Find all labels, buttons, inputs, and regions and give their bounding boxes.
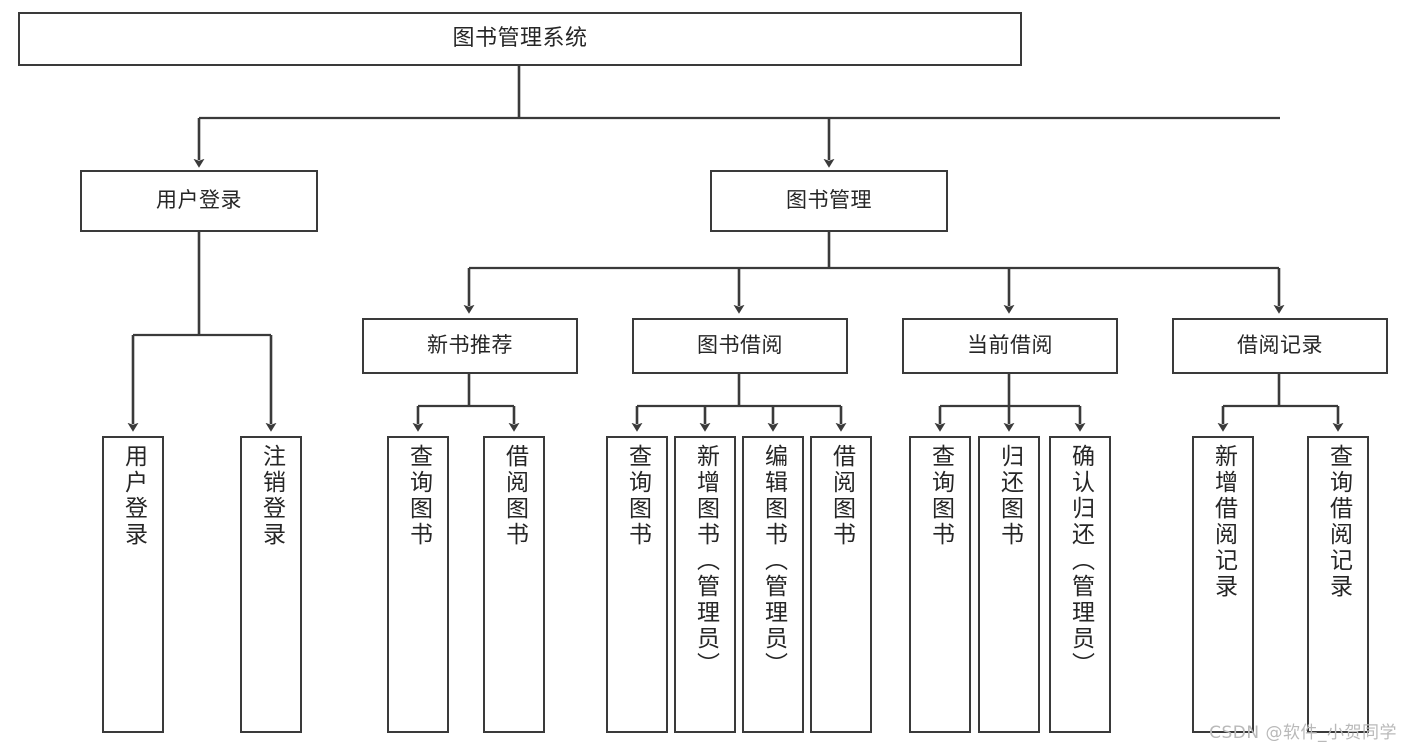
watermark-text: CSDN @软件_小贺同学 xyxy=(1209,723,1397,743)
node-new-book-recommend-label: 新书推荐 xyxy=(427,333,513,358)
leaf-current-query[interactable]: 查询图书 xyxy=(909,436,971,733)
node-current-borrow[interactable]: 当前借阅 xyxy=(902,318,1118,374)
leaf-new-book-borrow-label: 借阅图书 xyxy=(501,444,528,548)
node-book-management[interactable]: 图书管理 xyxy=(710,170,948,232)
leaf-records-add[interactable]: 新增借阅记录 xyxy=(1192,436,1254,733)
node-user-login[interactable]: 用户登录 xyxy=(80,170,318,232)
leaf-new-book-query[interactable]: 查询图书 xyxy=(387,436,449,733)
node-root-label: 图书管理系统 xyxy=(452,25,588,51)
leaf-borrow-add-book[interactable]: 新增图书（管理员） xyxy=(674,436,736,733)
node-book-management-label: 图书管理 xyxy=(786,188,872,213)
leaf-borrow-add-book-label: 新增图书（管理员） xyxy=(692,444,719,678)
leaf-borrow-borrow-book[interactable]: 借阅图书 xyxy=(810,436,872,733)
leaf-records-query[interactable]: 查询借阅记录 xyxy=(1307,436,1369,733)
leaf-new-book-borrow[interactable]: 借阅图书 xyxy=(483,436,545,733)
node-new-book-recommend[interactable]: 新书推荐 xyxy=(362,318,578,374)
leaf-new-book-query-label: 查询图书 xyxy=(405,444,432,548)
leaf-current-return[interactable]: 归还图书 xyxy=(978,436,1040,733)
node-user-login-label: 用户登录 xyxy=(156,188,242,213)
leaf-current-confirm-return[interactable]: 确认归还（管理员） xyxy=(1049,436,1111,733)
node-root[interactable]: 图书管理系统 xyxy=(18,12,1022,66)
leaf-user-login-signout[interactable]: 注销登录 xyxy=(240,436,302,733)
leaf-user-login-signin-label: 用户登录 xyxy=(120,444,147,548)
node-current-borrow-label: 当前借阅 xyxy=(967,333,1053,358)
leaf-user-login-signout-label: 注销登录 xyxy=(258,444,285,548)
leaf-borrow-edit-book[interactable]: 编辑图书（管理员） xyxy=(742,436,804,733)
leaf-borrow-query-label: 查询图书 xyxy=(624,444,651,548)
leaf-records-query-label: 查询借阅记录 xyxy=(1325,444,1352,600)
node-borrow-records-label: 借阅记录 xyxy=(1237,333,1323,358)
leaf-current-query-label: 查询图书 xyxy=(927,444,954,548)
leaf-user-login-signin[interactable]: 用户登录 xyxy=(102,436,164,733)
node-book-borrow-label: 图书借阅 xyxy=(697,333,783,358)
node-borrow-records[interactable]: 借阅记录 xyxy=(1172,318,1388,374)
leaf-current-return-label: 归还图书 xyxy=(996,444,1023,548)
leaf-borrow-query[interactable]: 查询图书 xyxy=(606,436,668,733)
leaf-borrow-edit-book-label: 编辑图书（管理员） xyxy=(760,444,787,678)
leaf-records-add-label: 新增借阅记录 xyxy=(1210,444,1237,600)
node-book-borrow[interactable]: 图书借阅 xyxy=(632,318,848,374)
leaf-borrow-borrow-book-label: 借阅图书 xyxy=(828,444,855,548)
leaf-current-confirm-return-label: 确认归还（管理员） xyxy=(1067,444,1094,678)
